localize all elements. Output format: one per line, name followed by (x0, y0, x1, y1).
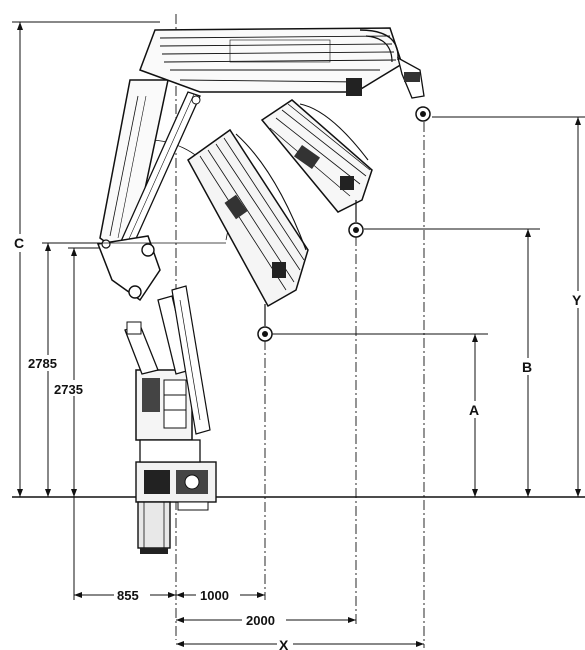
dimension-2000: 2000 (176, 611, 356, 628)
crane-column (124, 285, 211, 463)
dimension-x: X (176, 636, 424, 650)
c-label: C (14, 235, 24, 251)
dimension-y: Y (432, 116, 585, 497)
x-label: X (279, 637, 289, 650)
outer-boom-horizontal (139, 27, 431, 122)
crane-base (135, 461, 217, 554)
inner-boom (96, 79, 201, 302)
a-label: A (469, 402, 479, 418)
dimension-2735: 2735 (52, 247, 100, 600)
width-1000-label: 1000 (200, 588, 229, 603)
dimension-c: C (12, 21, 160, 497)
height-2785-label: 2785 (28, 356, 57, 371)
dimension-855: 855 (74, 586, 176, 603)
width-855-label: 855 (117, 588, 139, 603)
dimension-b: B (364, 228, 540, 497)
dimension-1000: 1000 (176, 586, 265, 603)
b-label: B (522, 359, 532, 375)
height-2735-label: 2735 (54, 382, 83, 397)
outer-boom-middle (260, 99, 373, 238)
y-label: Y (572, 292, 582, 308)
outer-boom-lower (187, 128, 309, 342)
dimension-2785: 2785 (28, 242, 100, 497)
dimension-a: A (272, 333, 488, 497)
width-2000-label: 2000 (246, 613, 275, 628)
